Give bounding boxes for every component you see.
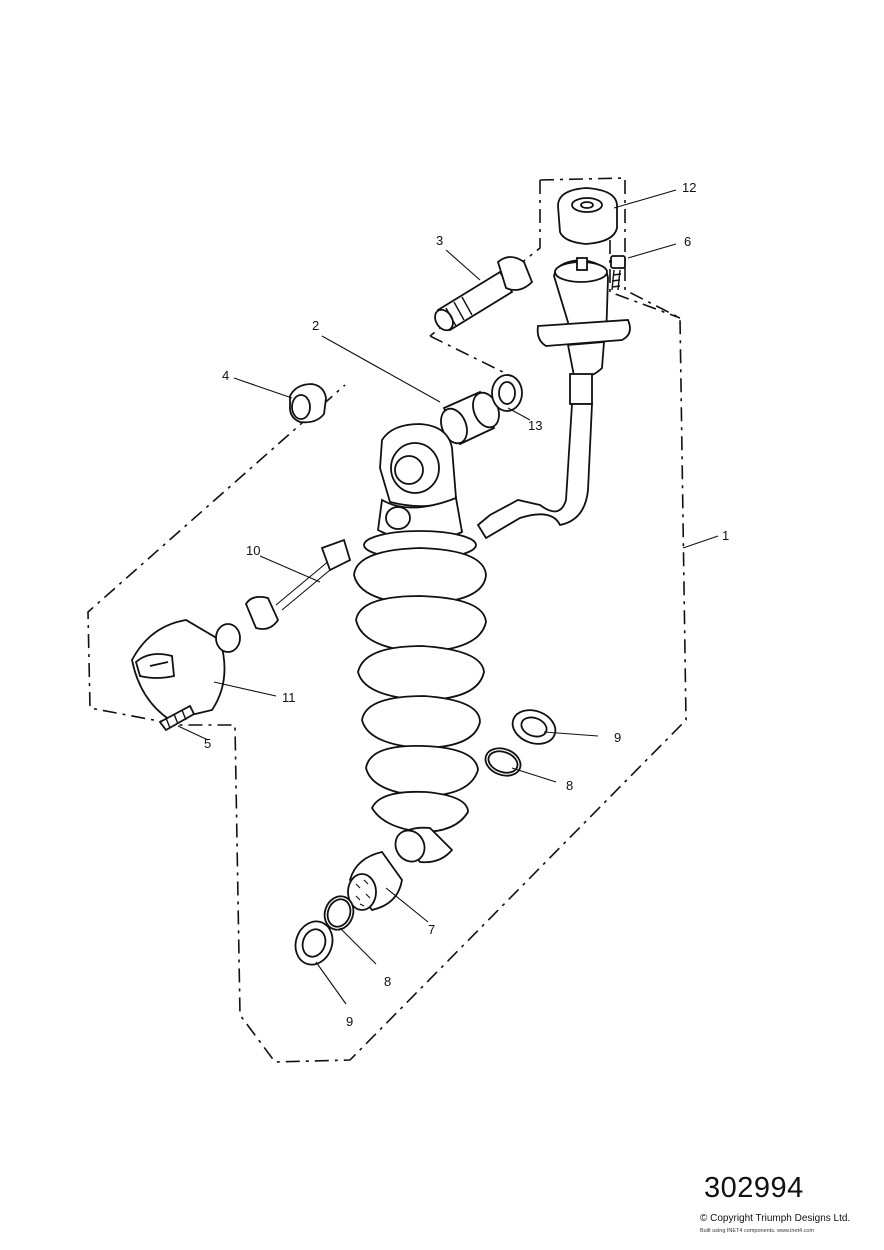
preload-adjuster-11 — [131, 619, 241, 721]
build-credit: Built using INET4 components. www.inet4.… — [700, 1228, 815, 1234]
washer-9-bottom-inner — [301, 928, 327, 958]
callout-10: 10 — [246, 543, 260, 558]
callout-4: 4 — [222, 368, 229, 383]
o-ring-8-bottom-inner — [326, 898, 352, 928]
copyright-notice: © Copyright Triumph Designs Ltd. — [700, 1213, 851, 1224]
callout-2: 2 — [312, 318, 319, 333]
callout-9-bottom: 9 — [346, 1014, 353, 1029]
adjuster-rod-10 — [244, 538, 352, 630]
callout-13: 13 — [528, 418, 542, 433]
callout-6: 6 — [684, 234, 691, 249]
o-ring-8-top-inner — [487, 750, 519, 774]
pivot-bolt-3 — [434, 256, 534, 332]
spacer-2 — [440, 390, 500, 446]
washer-9-top-inner — [520, 716, 548, 738]
callout-12: 12 — [682, 180, 696, 195]
shock-top-eye — [377, 423, 464, 543]
reservoir-hose — [476, 403, 593, 540]
callout-5: 5 — [204, 736, 211, 751]
washer-13 — [491, 374, 523, 412]
callout-11: 11 — [282, 690, 296, 705]
leader-lines — [177, 189, 719, 1005]
callout-3: 3 — [436, 233, 443, 248]
screw-5 — [158, 704, 196, 732]
callout-8-top: 8 — [566, 778, 573, 793]
callout-1: 1 — [722, 528, 729, 543]
bush-7 — [347, 850, 403, 912]
nut-4 — [289, 383, 327, 424]
callout-9-top: 9 — [614, 730, 621, 745]
top-mount-bush — [557, 187, 618, 245]
remote-reservoir — [536, 257, 631, 405]
callout-7: 7 — [428, 922, 435, 937]
diagram-reference-number: 302994 — [704, 1172, 804, 1204]
coil-spring — [353, 530, 487, 833]
bolt-6 — [610, 255, 626, 291]
shock-lower-eye — [394, 826, 454, 864]
callout-8-bottom: 8 — [384, 974, 391, 989]
